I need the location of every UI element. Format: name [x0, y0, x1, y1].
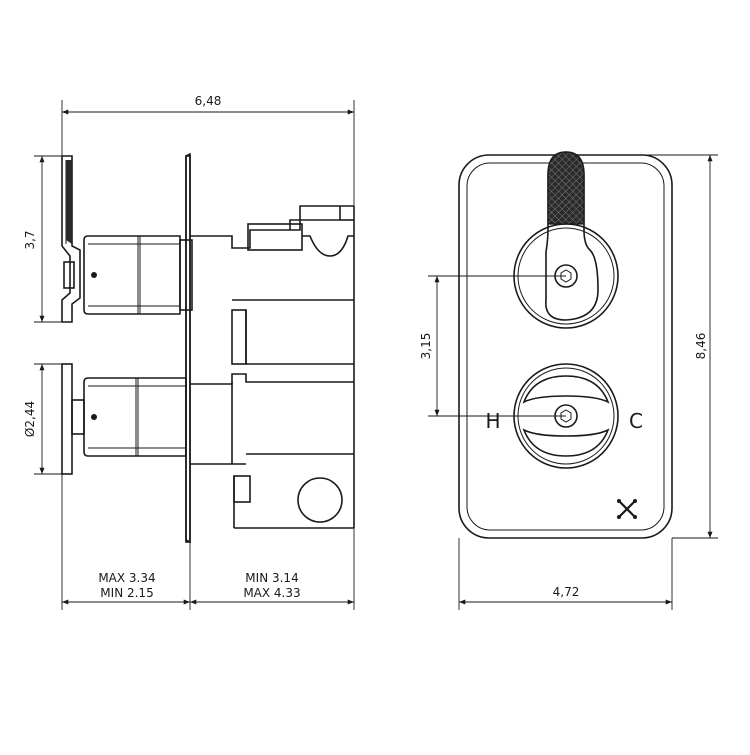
valve-body — [190, 205, 355, 529]
wall-plate-side — [185, 152, 191, 544]
knob-diameter-label: Ø2,44 — [23, 401, 37, 437]
overall-width-dimension: 6,48 — [61, 94, 355, 210]
overall-width-label: 6,48 — [195, 94, 222, 108]
plate-width-label: 4,72 — [553, 585, 580, 599]
x-logo-icon — [617, 499, 637, 519]
knob-diameter-dimension: Ø2,44 — [23, 363, 62, 475]
depth-dimensions: MAX 3.34 MIN 2.15 MIN 3.14 MAX 4.33 — [61, 474, 355, 610]
cold-label: C — [629, 409, 643, 433]
spindle-spacing-label: 3,15 — [419, 333, 433, 360]
side-view: 6,48 3,7 — [23, 94, 355, 610]
lower-knob — [61, 363, 187, 475]
left-depth-max-label: MAX 3.34 — [98, 571, 155, 585]
lever-height-dimension: 3,7 — [23, 155, 62, 323]
lever-height-label: 3,7 — [23, 230, 37, 249]
right-depth-min-label: MIN 3.14 — [245, 571, 298, 585]
front-view: H C 3,15 8,46 4,72 — [419, 151, 718, 610]
plate-height-dimension: 8,46 — [640, 154, 718, 539]
hot-label: H — [485, 409, 500, 433]
lever-handle — [61, 155, 81, 323]
spindle-spacing-dimension: 3,15 — [419, 275, 566, 417]
right-depth-max-label: MAX 4.33 — [243, 586, 300, 600]
plate-width-dimension: 4,72 — [458, 538, 673, 610]
left-depth-min-label: MIN 2.15 — [100, 586, 153, 600]
plate-height-label: 8,46 — [694, 333, 708, 360]
upper-lever — [513, 151, 619, 329]
upper-spindle-body — [83, 235, 193, 315]
